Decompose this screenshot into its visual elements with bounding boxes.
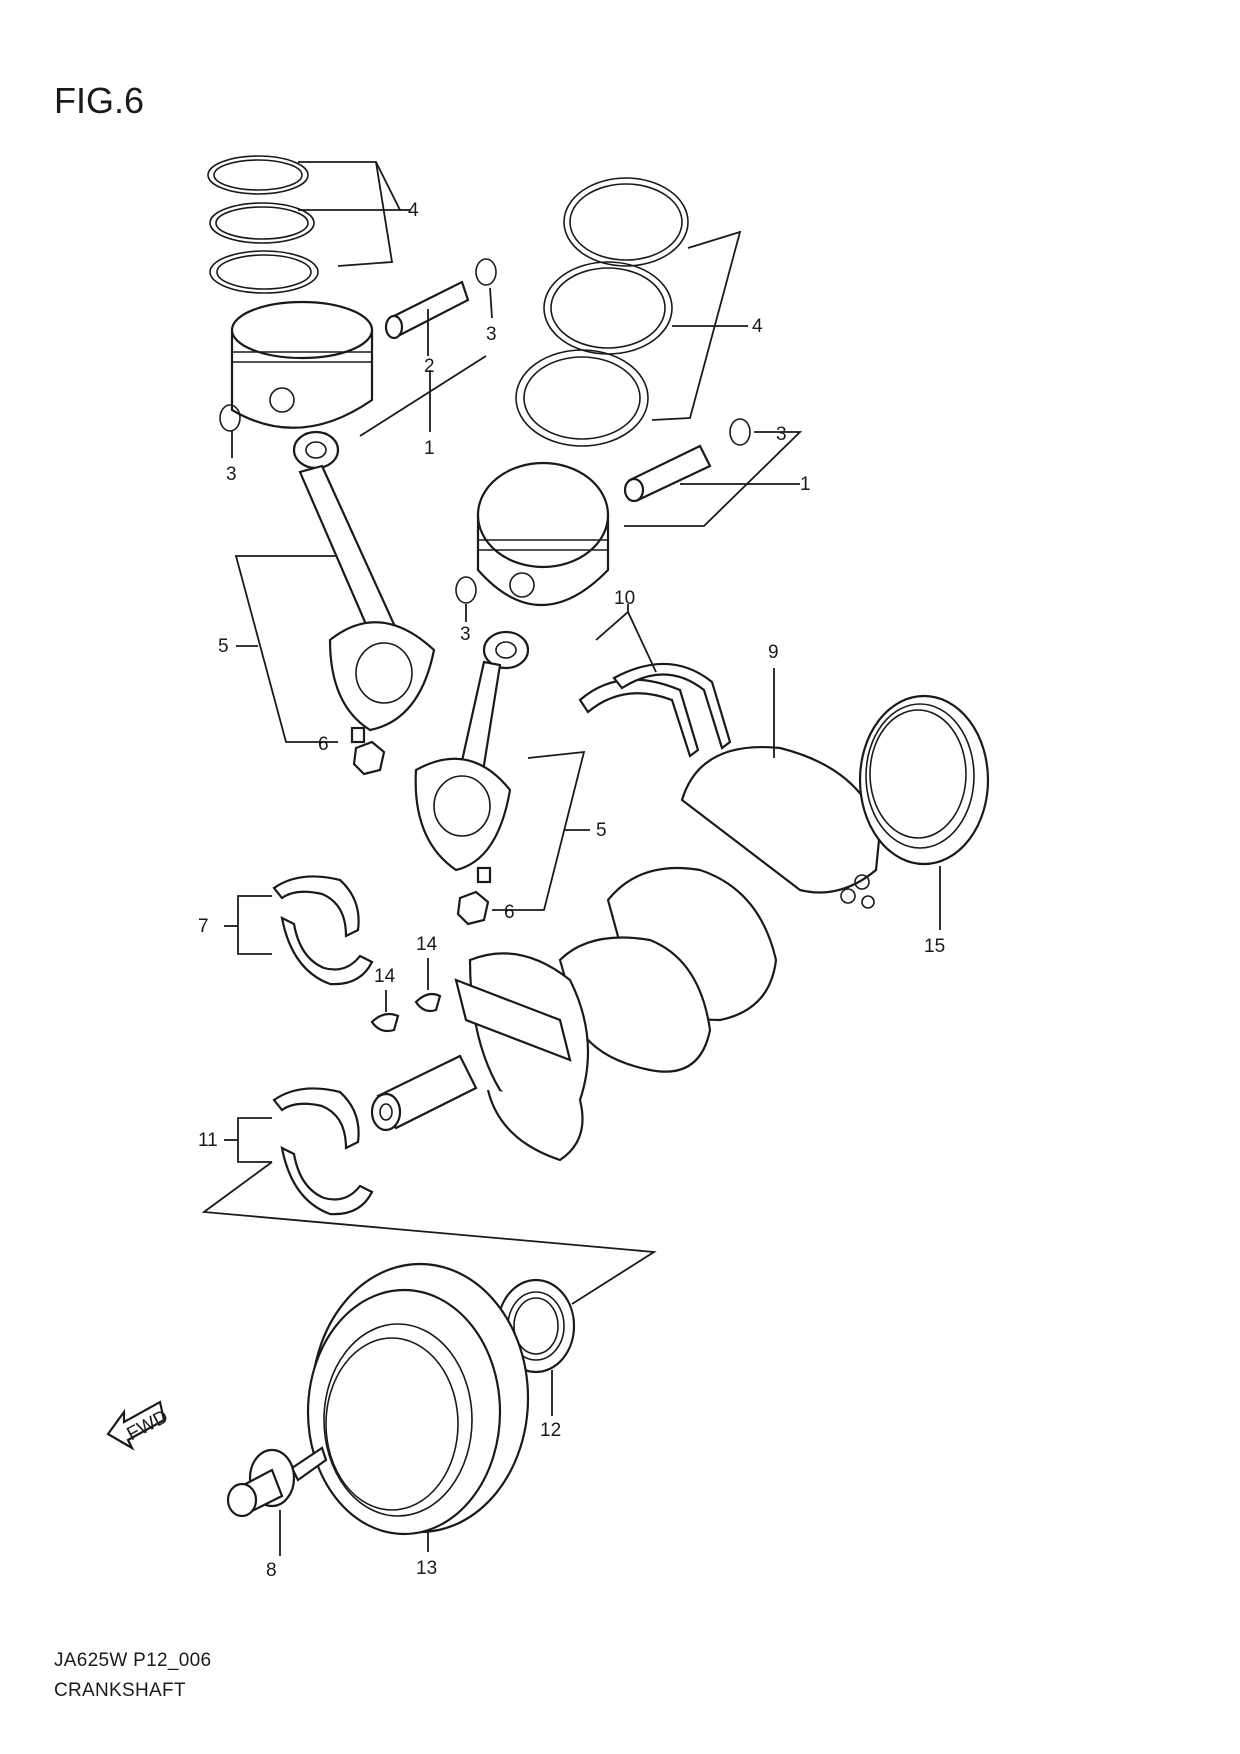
- callout-7: 7: [198, 916, 209, 937]
- thrust-washers: [578, 662, 732, 758]
- callout-3: 3: [226, 464, 237, 485]
- callout-11: 12: [540, 1420, 561, 1441]
- callout-13: 8: [266, 1560, 277, 1581]
- callout-1: 1: [800, 474, 811, 495]
- callout-1: 1: [424, 438, 435, 459]
- callout-3: 3: [486, 324, 497, 345]
- pulley-bolt: [226, 1446, 328, 1518]
- callout-14: 14: [374, 966, 396, 987]
- callout-14: 14: [416, 934, 438, 955]
- rod-nut-right: [456, 890, 490, 926]
- woodruff-keys: [370, 992, 442, 1033]
- callout-4: 4: [408, 200, 419, 221]
- snap-ring-left-a: [475, 258, 497, 286]
- callout-12: 13: [416, 1558, 437, 1579]
- callout-15: 15: [924, 936, 945, 957]
- callout-4: 4: [752, 316, 763, 337]
- callout-3: 3: [776, 424, 787, 445]
- callout-10: 10: [614, 588, 635, 609]
- callout-6: 6: [504, 902, 515, 923]
- rear-oil-seal: [858, 694, 990, 866]
- figure-title: FIG.6: [54, 80, 145, 121]
- connecting-rod-right: [414, 630, 530, 884]
- callout-labels: 4 3 2 1 3 4 3 1 3 10 5 9 6 5 6 15 7 14 1…: [198, 200, 945, 1581]
- piston-pin-left: [384, 280, 470, 340]
- crankshaft: [370, 746, 882, 1162]
- snap-ring-right-b: [455, 576, 477, 604]
- callout-6: 6: [318, 734, 329, 755]
- crank-pulley: [306, 1262, 530, 1536]
- conrod-bearings: [272, 875, 374, 986]
- snap-ring-right-a: [729, 418, 751, 446]
- snap-ring-left-b: [219, 404, 241, 432]
- drawing-code: JA625W P12_006: [54, 1650, 212, 1671]
- rod-nut-left: [352, 740, 386, 776]
- connecting-rod-left: [292, 430, 436, 744]
- piston-pin-right: [623, 444, 712, 503]
- piston-rings-left: [207, 155, 319, 294]
- main-bearings: [272, 1087, 374, 1216]
- piston-rings-right: [515, 177, 689, 447]
- piston-right: [476, 461, 610, 607]
- callout-2: 2: [424, 356, 435, 377]
- piston-left: [230, 300, 374, 429]
- fwd-arrow-icon: FWD: [106, 1400, 172, 1451]
- callout-8: 9: [768, 642, 779, 663]
- leader-lines: [201, 161, 941, 1556]
- callout-9: 11: [198, 1130, 218, 1151]
- drawing-name: CRANKSHAFT: [54, 1680, 186, 1701]
- callout-5: 5: [596, 820, 607, 841]
- callout-3: 3: [460, 624, 471, 645]
- callout-5: 5: [218, 636, 229, 657]
